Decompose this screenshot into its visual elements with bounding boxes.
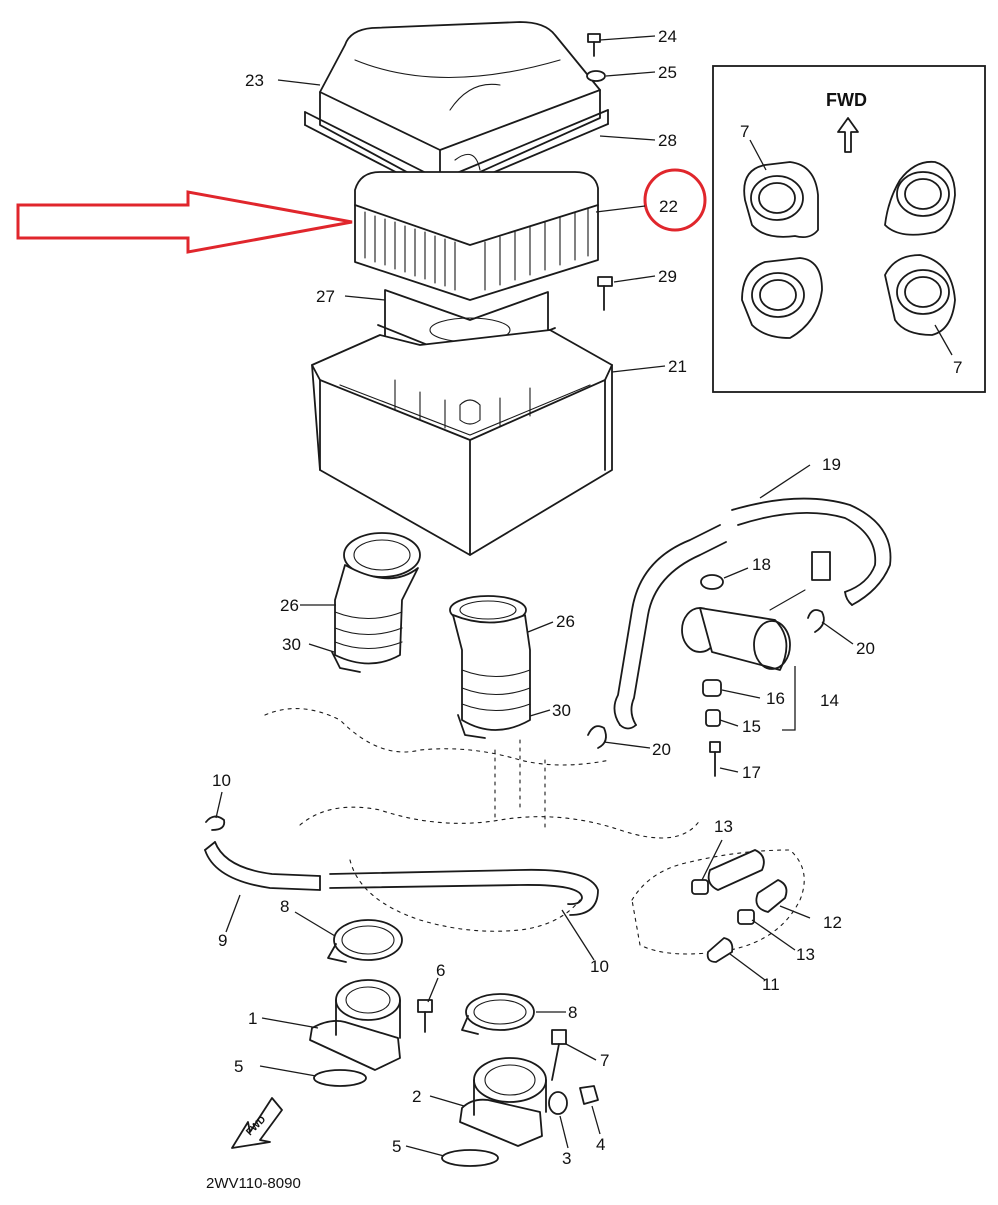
callout-13-bottom: 13 xyxy=(796,945,815,964)
hose-clamp-18 xyxy=(700,574,724,590)
callout-28: 28 xyxy=(658,131,677,150)
joint-left xyxy=(331,532,421,673)
engine-outline xyxy=(264,708,805,955)
breather-hose xyxy=(613,497,892,730)
callout-5-lower: 5 xyxy=(392,1137,401,1156)
callout-7-inset-bottom: 7 xyxy=(953,358,962,377)
callout-4: 4 xyxy=(596,1135,605,1154)
band-8-upper xyxy=(327,919,403,963)
callout-5-upper: 5 xyxy=(234,1057,243,1076)
fitting-11 xyxy=(706,937,734,963)
inset-flange-bl xyxy=(741,257,823,339)
callout-13-top: 13 xyxy=(714,817,733,836)
bolt-17 xyxy=(709,741,721,777)
callout-24: 24 xyxy=(658,27,677,46)
gasket-5-lower xyxy=(441,1149,499,1167)
callout-30-left: 30 xyxy=(282,635,301,654)
callout-21: 21 xyxy=(668,357,687,376)
callout-7: 7 xyxy=(600,1051,609,1070)
callout-11: 11 xyxy=(762,975,780,994)
hose-12 xyxy=(707,849,788,913)
callout-26-left: 26 xyxy=(280,596,299,615)
clip-20-top xyxy=(807,609,825,633)
carb-joint-2 xyxy=(459,1057,547,1147)
clamp-4 xyxy=(579,1085,599,1105)
callout-30-right: 30 xyxy=(552,701,571,720)
callout-2: 2 xyxy=(412,1087,421,1106)
callout-6: 6 xyxy=(436,961,445,980)
band-8-lower xyxy=(461,993,535,1035)
callout-3: 3 xyxy=(562,1149,571,1168)
callout-22: 22 xyxy=(659,197,678,216)
callout-10-top: 10 xyxy=(212,771,231,790)
washer-25 xyxy=(586,70,606,82)
callout-8-lower: 8 xyxy=(568,1003,577,1022)
collar-15 xyxy=(705,709,721,727)
air-box-cover xyxy=(319,21,601,191)
callout-17: 17 xyxy=(742,763,761,782)
cap-3 xyxy=(548,1091,568,1115)
fwd-inset xyxy=(712,65,986,393)
callout-1: 1 xyxy=(248,1009,257,1028)
inset-flange-tr xyxy=(884,160,956,236)
callout-26-right: 26 xyxy=(556,612,575,631)
gasket-5-upper xyxy=(313,1069,367,1087)
breather-separator xyxy=(681,589,806,671)
callout-15: 15 xyxy=(742,717,761,736)
callout-20-mid: 20 xyxy=(652,740,671,759)
highlight-circle xyxy=(643,168,707,232)
callout-25: 25 xyxy=(658,63,677,82)
callout-14: 14 xyxy=(820,691,839,710)
grommet-16 xyxy=(702,679,722,697)
clip-20-mid xyxy=(587,725,607,749)
screw-29 xyxy=(597,276,613,311)
leader-lines xyxy=(215,35,953,1157)
inset-flange-br xyxy=(884,254,956,336)
callout-16: 16 xyxy=(766,689,785,708)
callout-10-bottom: 10 xyxy=(590,957,609,976)
callout-7-inset-top: 7 xyxy=(740,122,749,141)
callout-19: 19 xyxy=(822,455,841,474)
clamp-13 xyxy=(691,879,755,925)
callout-29: 29 xyxy=(658,267,677,286)
drawing-code: 2WV110-8090 xyxy=(206,1175,301,1192)
filter-element xyxy=(354,171,599,301)
highlight-arrow xyxy=(16,190,353,254)
callout-18: 18 xyxy=(752,555,771,574)
fwd-label: FWD xyxy=(826,90,867,110)
callout-9: 9 xyxy=(218,931,227,950)
callout-8-upper: 8 xyxy=(280,897,289,916)
joint-right xyxy=(449,595,531,739)
carb-joint-1 xyxy=(309,979,401,1071)
callout-23: 23 xyxy=(245,71,264,90)
fwd-up-arrow xyxy=(837,117,859,153)
bolt-6 xyxy=(417,999,433,1033)
bolt-7 xyxy=(551,1029,567,1081)
callout-labels: 23 24 25 28 22 29 27 21 FWD 7 7 26 30 26… xyxy=(206,27,962,1192)
callout-12: 12 xyxy=(823,913,842,932)
fwd-stamp: FWD xyxy=(231,1097,283,1149)
callout-27: 27 xyxy=(316,287,335,306)
inset-flange-tl xyxy=(743,161,819,239)
clip-10-top xyxy=(205,815,226,831)
bracket xyxy=(811,551,831,581)
air-box-case xyxy=(311,329,613,556)
screw-24 xyxy=(587,33,601,57)
callout-20-top: 20 xyxy=(856,639,875,658)
hose-9 xyxy=(204,841,599,916)
